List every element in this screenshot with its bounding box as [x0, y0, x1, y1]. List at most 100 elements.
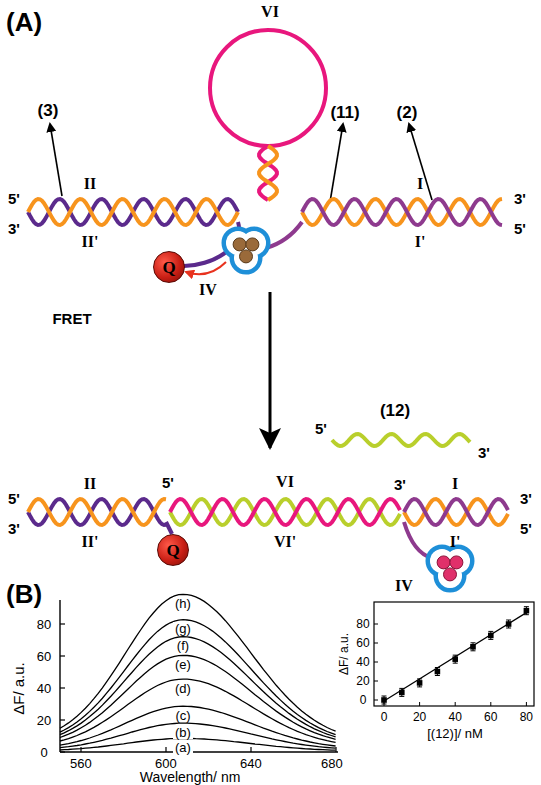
strand-label: II' [82, 234, 99, 250]
spectrum-curve [60, 723, 336, 748]
strand-label: II [84, 476, 96, 492]
axis-title: ΔF/ a.u. [338, 633, 350, 675]
spectrum-curve [60, 637, 336, 737]
end-label: 5' [162, 475, 174, 490]
callout-number: (2) [397, 104, 418, 121]
tick-label: 60 [356, 637, 369, 649]
inset-frame [374, 602, 534, 706]
quencher-label: Q [166, 542, 179, 559]
tick-label: 80 [37, 618, 51, 631]
duplex-helix [302, 199, 502, 225]
error-bar [488, 631, 493, 632]
error-bar [471, 642, 476, 643]
end-label: 3' [520, 491, 532, 506]
tick-label: 40 [356, 656, 369, 668]
stem-helix [259, 146, 277, 200]
leader-arrow [409, 124, 432, 200]
error-bar [435, 667, 440, 668]
callout-number: (11) [330, 104, 359, 121]
end-label: 5' [8, 491, 20, 506]
fit-line [384, 613, 526, 701]
tick-label: 20 [37, 714, 51, 727]
duplex-helix [28, 499, 166, 525]
duplex-helix [170, 499, 400, 525]
strand-label: VI [261, 4, 279, 20]
error-bar [524, 606, 529, 607]
tick-label: 60 [484, 711, 497, 723]
end-label: 5' [315, 421, 327, 436]
quencher-label: Q [162, 259, 175, 276]
strand-label: II [84, 176, 96, 192]
tick-label: 560 [70, 757, 92, 770]
end-label: 3' [478, 445, 490, 460]
quencher-circle: Q [153, 251, 185, 283]
axis-ticks [60, 624, 336, 752]
strand-label: I [452, 476, 458, 492]
end-label: 3' [8, 521, 20, 536]
tick-label: 80 [520, 711, 533, 723]
fret-arrow [186, 262, 226, 274]
end-label: 5' [520, 521, 532, 536]
strand-label: I [417, 176, 423, 192]
curve-label: (g) [173, 622, 193, 635]
data-point [470, 644, 476, 650]
data-point [452, 656, 458, 662]
error-bar [435, 675, 440, 676]
data-point [399, 690, 405, 696]
curve-label: (f) [175, 639, 191, 652]
cluster-label: IV [395, 578, 413, 594]
loop-strand [210, 30, 326, 146]
duplex-helix [28, 199, 238, 225]
cluster-sphere [240, 250, 253, 263]
tick-label: 60 [37, 650, 51, 663]
leader-arrow [330, 124, 343, 202]
tick-label: 640 [240, 757, 262, 770]
curve-label: (b) [173, 726, 193, 739]
tick-label: 40 [37, 682, 51, 695]
data-point [417, 680, 423, 686]
end-label: 3' [514, 191, 526, 206]
error-bar [417, 686, 422, 687]
end-label: 5' [514, 221, 526, 236]
strand-label: VI' [274, 534, 296, 550]
tick-label: 0 [360, 694, 367, 706]
x-axis [60, 751, 338, 752]
error-bar [488, 639, 493, 640]
axis-title: Wavelength/ nm [140, 770, 241, 784]
error-bar [382, 704, 387, 705]
duplex-helix [170, 499, 400, 525]
data-point [506, 621, 512, 627]
cluster-sphere [450, 556, 463, 569]
tick-label: 0 [381, 711, 388, 723]
curve-label: (e) [173, 658, 193, 671]
strand-label: I' [450, 534, 461, 550]
spectrum-curve [60, 620, 336, 735]
curve-label: (c) [173, 709, 192, 722]
quencher-circle: Q [157, 534, 189, 566]
axis-title: [(12)]/ nM [427, 727, 483, 740]
strand-label: I' [415, 234, 426, 250]
fret-label: FRET [52, 311, 91, 326]
error-bar [399, 696, 404, 697]
data-point [488, 633, 494, 639]
cluster-sphere [437, 556, 450, 569]
curve-label: (h) [173, 597, 193, 610]
cluster-sphere [444, 568, 457, 581]
cluster-sphere [246, 238, 259, 251]
strand-label: VI [276, 474, 294, 490]
tick-label: 600 [155, 757, 177, 770]
spectrum-curve [60, 594, 336, 731]
panel-letter: (A) [6, 9, 42, 35]
cluster-sphere [233, 238, 246, 251]
strand-label: II' [82, 534, 99, 550]
error-bar [382, 696, 387, 697]
tick-label: 680 [321, 757, 343, 770]
cluster-label: IV [199, 282, 217, 298]
error-bar [453, 663, 458, 664]
error-bar [524, 614, 529, 615]
callout-number: (3) [38, 102, 59, 119]
end-label: 3' [8, 221, 20, 236]
tick-label: 80 [356, 618, 369, 630]
axis-title: ΔF/ a.u. [10, 662, 25, 715]
data-point [524, 608, 530, 614]
